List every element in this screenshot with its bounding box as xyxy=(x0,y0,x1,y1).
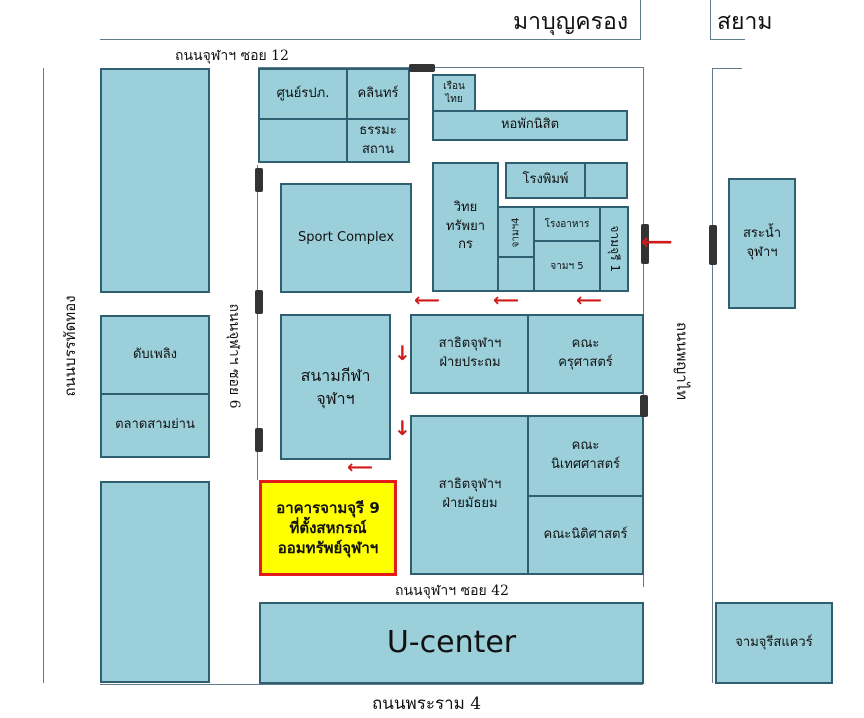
campus-top-line xyxy=(258,67,644,68)
arrow-left-icon: ⟵ xyxy=(414,290,440,311)
building-jam5[interactable]: จามฯ 5 xyxy=(533,240,601,292)
building-jam4[interactable]: จามฯ4 xyxy=(497,206,535,258)
building-sport-complex[interactable]: Sport Complex xyxy=(280,183,412,293)
gate-left-1 xyxy=(255,168,263,192)
top-right-divider xyxy=(710,0,711,40)
jam4-lower xyxy=(497,256,535,292)
right-road-line xyxy=(712,68,713,683)
road-label-soi42: ถนนจุฬาฯ ซอย 42 xyxy=(395,583,509,599)
gate-left-3 xyxy=(255,428,263,452)
building-comm-arts[interactable]: คณะ นิเทศศาสตร์ xyxy=(527,415,644,497)
building-satit-secondary[interactable]: สาธิตจุฬาฯ ฝ่ายมัธยม xyxy=(410,415,530,575)
right-road-top xyxy=(712,68,742,69)
arrow-left-icon: ⟵ xyxy=(493,290,519,311)
building-jam1[interactable]: จามจุรี 1 xyxy=(599,206,629,292)
top-cluster-empty xyxy=(258,118,348,163)
gate-left-2 xyxy=(255,290,263,314)
building-pool[interactable]: สระน้ำ จุฬาฯ xyxy=(728,178,796,309)
arrow-left-icon: ⟵ xyxy=(576,290,602,311)
building-ucenter[interactable]: U-center xyxy=(259,602,644,684)
printing-annex xyxy=(584,162,628,199)
gate-phayathai-2 xyxy=(640,395,648,417)
building-chamchuri-square[interactable]: จามจุรีสแควร์ xyxy=(715,602,833,684)
left-block-bottom xyxy=(100,481,210,683)
building-stadium[interactable]: สนามกีฬา จุฬาฯ xyxy=(280,314,391,460)
building-security-center[interactable]: ศูนย์รปภ. xyxy=(258,68,348,120)
road-label-siam: สยาม xyxy=(717,9,773,35)
jam4-label: จามฯ4 xyxy=(510,216,522,248)
building-dormitory[interactable]: หอพักนิสิต xyxy=(432,110,628,141)
gate-soi12 xyxy=(409,64,435,72)
arrow-left-icon: ⟵ xyxy=(641,230,673,255)
bottom-road-line xyxy=(100,684,643,685)
road-label-banthat: ถนนบรรทัดทอง xyxy=(61,295,79,397)
top-road-divider xyxy=(640,0,641,40)
arrow-down-icon: ↓ xyxy=(394,341,411,365)
building-canteen[interactable]: โรงอาหาร xyxy=(533,206,601,242)
top-right-road-line xyxy=(710,39,745,40)
arrow-down-icon: ↓ xyxy=(394,416,411,440)
building-wittaya[interactable]: วิทย ทรัพยา กร xyxy=(432,162,499,292)
road-label-rama4: ถนนพระราม 4 xyxy=(372,694,482,714)
jam1-label: จามจุรี 1 xyxy=(607,225,622,273)
building-khanin[interactable]: คลินทร์ xyxy=(346,68,410,120)
road-label-phayathai: ถนนพญาไท xyxy=(673,321,691,401)
building-chamchuri9[interactable]: อาคารจามจุรี 9 ที่ตั้งสหกรณ์ ออมทรัพย์จุ… xyxy=(259,480,397,576)
building-education[interactable]: คณะ ครุศาสตร์ xyxy=(527,314,644,394)
building-ruen-thai[interactable]: เรือน ไทย xyxy=(432,74,476,112)
building-samyan-market[interactable]: ตลาดสามย่าน xyxy=(100,393,210,458)
left-block-top xyxy=(100,68,210,293)
building-printing[interactable]: โรงพิมพ์ xyxy=(505,162,586,199)
building-law[interactable]: คณะนิติศาสตร์ xyxy=(527,495,644,575)
road-label-soi6: ถนนจุฬาฯ ซอย 6 xyxy=(226,303,242,409)
arrow-left-icon: ⟵ xyxy=(347,457,373,478)
gate-phayathai-1 xyxy=(641,224,649,264)
road-label-soi12: ถนนจุฬาฯ ซอย 12 xyxy=(175,48,289,64)
left-road-line xyxy=(43,68,44,683)
top-road-line xyxy=(100,39,640,40)
road-label-mbk: มาบุญครอง xyxy=(513,9,629,35)
building-satit-primary[interactable]: สาธิตจุฬาฯ ฝ่ายประถม xyxy=(410,314,530,394)
building-firehouse[interactable]: ดับเพลิง xyxy=(100,315,210,395)
gate-pool xyxy=(709,225,717,265)
building-thammasathan[interactable]: ธรรมะ สถาน xyxy=(346,118,410,163)
campus-left-line xyxy=(257,165,258,480)
